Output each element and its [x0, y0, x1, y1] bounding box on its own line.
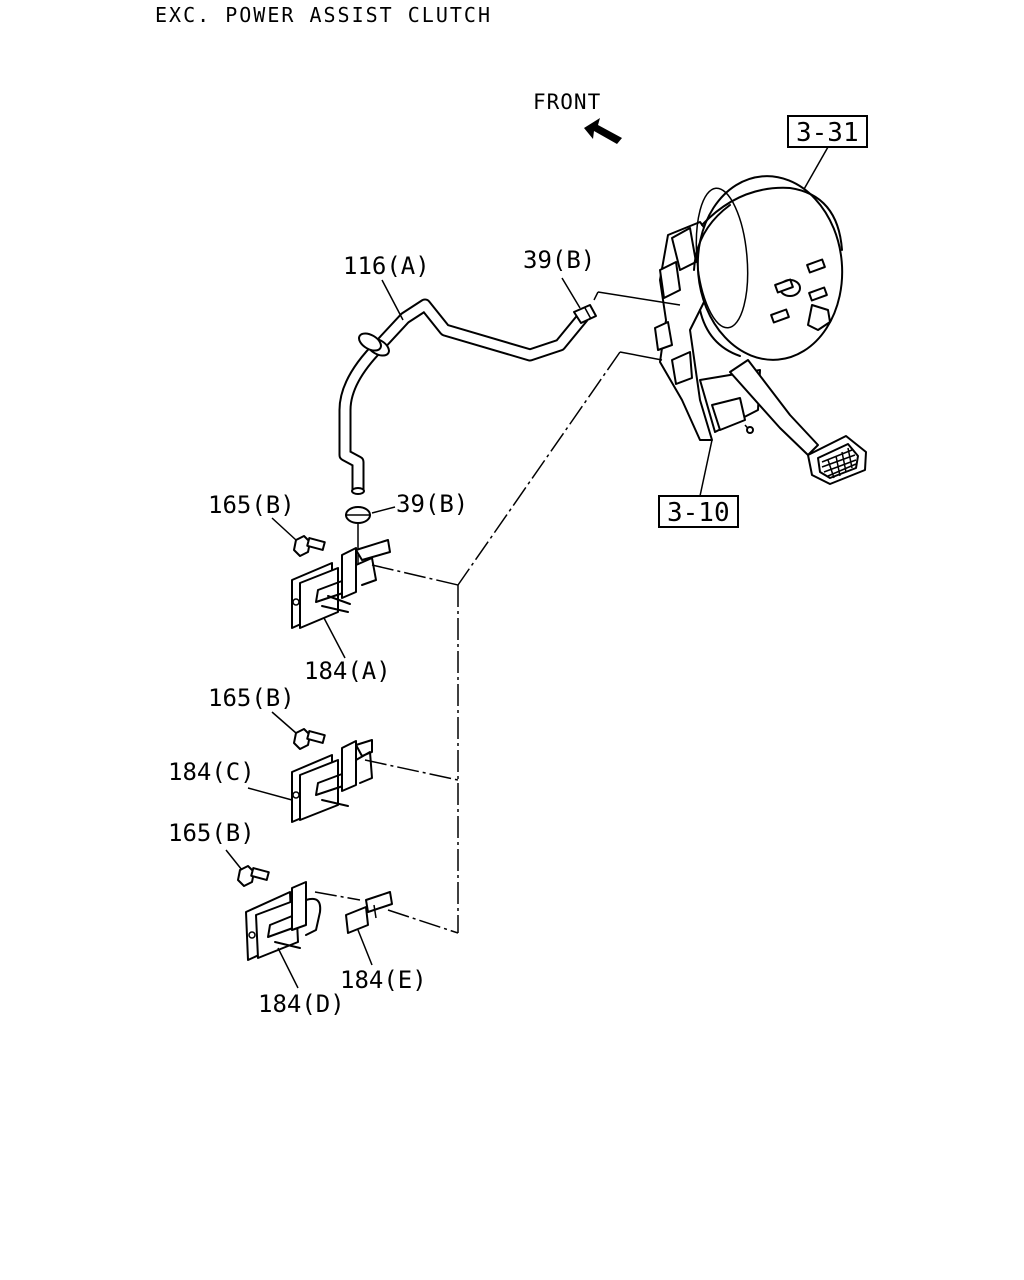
bracket-e[interactable] [345, 891, 393, 934]
leader-bolt-a [271, 517, 297, 541]
callout-bracket-d: 184(D) [258, 990, 345, 1018]
booster-studs [770, 258, 828, 324]
diagram-title: EXC. POWER ASSIST CLUTCH [155, 3, 492, 27]
callout-bolt-d: 165(B) [168, 819, 255, 847]
callout-bracket-c: 184(C) [168, 758, 255, 786]
bolt-a[interactable] [293, 535, 326, 557]
bolt-d[interactable] [237, 865, 270, 887]
callout-bolt-a: 165(B) [208, 491, 295, 519]
callout-hose: 116(A) [343, 252, 430, 280]
leader-bolt-d [225, 849, 243, 871]
pedal-pad [807, 435, 867, 485]
bracket-d-assembly[interactable] [245, 881, 322, 961]
callout-bracket-a: 184(A) [304, 657, 391, 685]
clutch-pedal-bracket [654, 221, 867, 485]
leader-bracket-c [247, 787, 293, 801]
bolt-c[interactable] [293, 728, 326, 750]
callout-bracket-e: 184(E) [340, 966, 427, 994]
leader-clip-top [561, 277, 581, 309]
leader-pedal [699, 439, 713, 497]
routing-lines [314, 291, 681, 934]
leader-bracket-d [277, 947, 299, 989]
leader-clip-mid [371, 506, 396, 514]
ref-box-pedal[interactable]: 3-10 [658, 495, 739, 528]
leader-bracket-a [323, 617, 346, 659]
hose-clip-mid[interactable] [345, 506, 371, 524]
hose-clip-top[interactable] [573, 304, 597, 324]
callout-clip-top: 39(B) [523, 246, 595, 274]
master-cylinder-booster [693, 175, 844, 361]
bracket-c-assembly[interactable] [291, 739, 373, 823]
callout-clip-mid: 39(B) [396, 490, 468, 518]
leader-bolt-c [271, 711, 297, 734]
ref-booster-label: 3-31 [796, 118, 859, 148]
front-direction-arrow-icon [584, 118, 622, 144]
ref-box-booster[interactable]: 3-31 [787, 115, 868, 148]
bracket-a-assembly[interactable] [291, 539, 391, 629]
callout-bolt-c: 165(B) [208, 684, 295, 712]
ref-pedal-label: 3-10 [667, 498, 730, 528]
leader-hose [381, 279, 404, 321]
front-label: FRONT [533, 90, 601, 114]
fluid-hose [338, 298, 589, 495]
leader-bracket-e [357, 929, 373, 966]
